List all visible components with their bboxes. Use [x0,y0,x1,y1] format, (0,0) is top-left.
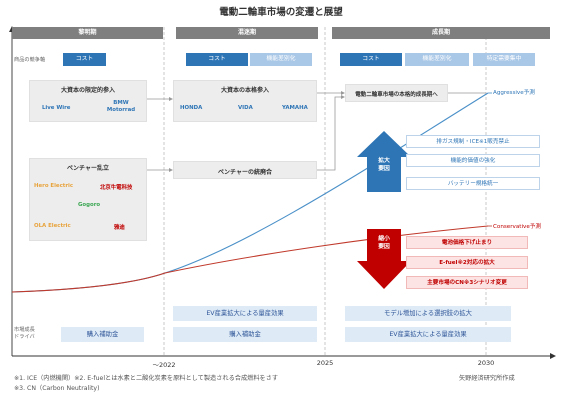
brand-niu: 北京牛電科技 [100,185,133,191]
row-label-competition: 商品の競争軸 [14,57,46,63]
brand-bmw-motorrad: BMW Motorrad [106,100,136,113]
tag-cost-p3: コスト [340,53,402,66]
shrink-arrow [357,229,411,289]
expand-label: 拡大 要因 [378,158,390,172]
connector-box4-box5-head [341,95,345,99]
shrink-item-efuel: E-fuel※2対応の拡大 [406,256,528,269]
expand-item-emission-regulation: 排ガス規制・ICE※1販売禁止 [406,135,540,148]
label-conservative: Conservative予測 [493,224,541,230]
brand-yamaha: YAMAHA [282,105,308,111]
footnote-3: ※3. CN（Carbon Neutrality) [14,385,100,392]
expand-item-functional-value: 機能的価値の強化 [406,154,540,167]
box-limited-entry-title: 大資本の限定的参入 [60,87,115,94]
expand-arrow [357,131,411,192]
driver-mass-production-p3: EV産業拡大による量産効果 [345,327,511,342]
phase-confusion: 混迷期 [176,27,318,39]
box-full-growth-title: 電動二輪車市場の本格的成長期へ [355,92,438,98]
expand-item-battery-standard: バッテリー規格統一 [406,177,540,190]
brand-ola-electric: OLA Electric [34,223,71,229]
tag-cost-p1: コスト [63,53,106,66]
axis-label-2025: 2025 [316,359,334,367]
shrink-item-cn-scenario: 主要市場のCN※3シナリオ変更 [406,276,528,289]
row-label-drivers: 市場成長 ドライバ [14,327,35,340]
tag-cost-p2: コスト [186,53,248,66]
box-full-entry-title: 大資本の本格参入 [220,87,269,94]
brand-hero-electric: Hero Electric [34,183,74,189]
box-limited-entry: 大資本の限定的参入 Live Wire BMW Motorrad [29,80,147,122]
shrink-item-battery-price: 電池価格下げ止まり [406,236,528,249]
driver-subsidy-p1: 購入補助金 [61,327,144,342]
box-full-entry: 大資本の本格参入 HONDA VIDA YAMAHA [173,80,317,122]
tag-differentiation-p3: 機能差別化 [405,53,469,66]
phase-dawn: 黎明期 [12,27,163,39]
box-full-growth: 電動二輪車市場の本格的成長期へ [345,84,448,102]
driver-mass-production-p2: EV産業拡大による量産効果 [173,306,317,321]
driver-model-choices-p3: モデル増加による選択肢の拡大 [345,306,511,321]
axis-label-2030: 2030 [477,359,495,367]
diagram-title: 電動二輪車市場の変遷と展望 [219,7,343,18]
axis-label-2022: ～2022 [152,361,176,369]
brand-livewire: Live Wire [42,105,71,111]
shrink-label: 縮小 要因 [378,236,390,250]
x-axis-arrowhead [550,353,556,359]
brand-vida: VIDA [238,105,253,111]
connector-box2-box4-head [169,168,173,172]
tag-specific-demand-p3: 特定需要集中 [473,53,535,66]
brand-gogoro: Gogoro [78,202,101,208]
box-venture-proliferation: ベンチャー乱立 Hero Electric 北京牛電科技 Gogoro OLA … [29,158,147,241]
connector-box1-box3-head [169,97,173,101]
box-consolidation-title: ベンチャーの統廃合 [218,169,272,176]
label-aggressive: Aggressive予測 [493,90,535,96]
source-credit: 矢野経済研究所作成 [459,375,515,382]
driver-subsidy-p2: 購入補助金 [173,327,317,342]
tag-differentiation-p2: 機能差別化 [250,53,312,66]
connector-box3-box5-head [341,91,345,95]
footnote-1-2: ※1. ICE（内燃機関）※2. E-fuelとは水素と二酸化炭素を原料として製… [14,375,279,382]
phase-growth: 成長期 [332,27,550,39]
box-venture-consolidation: ベンチャーの統廃合 [173,161,317,179]
box-venture-title: ベンチャー乱立 [67,165,109,172]
brand-honda: HONDA [180,105,203,111]
connector-box4-box5 [317,96,344,171]
brand-yadea: 雅迪 [114,225,125,231]
